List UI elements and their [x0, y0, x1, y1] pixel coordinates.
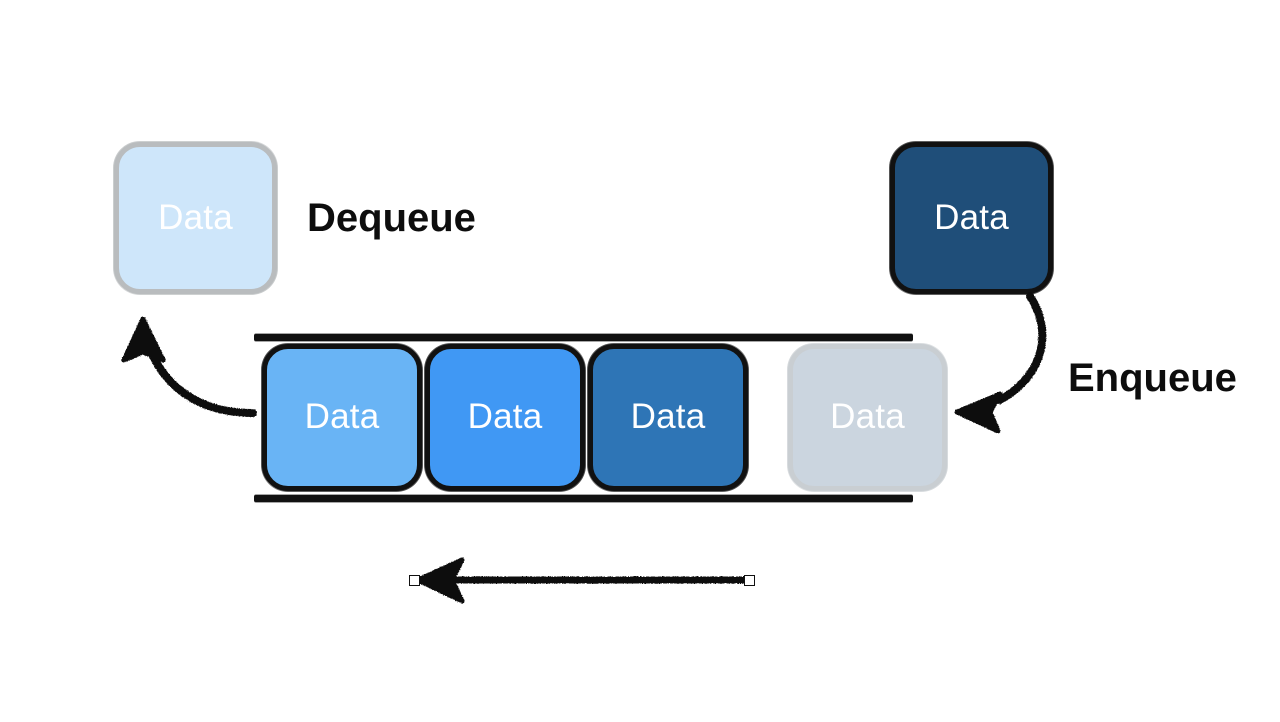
queue-top-rail: [254, 334, 913, 341]
queue-slot-3-label: Data: [830, 397, 905, 436]
queue-slot-1-label: Data: [467, 397, 543, 436]
queue-slot-1[interactable]: Data: [425, 344, 585, 491]
queue-slot-2-label: Data: [630, 397, 706, 436]
queue-bottom-rail: [254, 495, 913, 502]
incoming-data-box[interactable]: Data: [890, 142, 1053, 294]
dequeue-arrow: [121, 316, 257, 417]
incoming-data-box-label: Data: [934, 197, 1009, 237]
dequeued-data-box[interactable]: Data: [114, 142, 277, 294]
queue-slot-3[interactable]: Data: [788, 344, 947, 491]
flow-arrow[interactable]: [415, 557, 748, 604]
enqueue-label: Enqueue: [1068, 356, 1237, 400]
dequeued-data-box-label: Data: [158, 197, 233, 237]
enqueue-arrow: [954, 292, 1047, 434]
dequeue-label: Dequeue: [307, 196, 476, 240]
flow-arrow-handle-end[interactable]: [409, 575, 420, 586]
queue-slot-0[interactable]: Data: [262, 344, 422, 491]
flow-arrow-handle-start[interactable]: [744, 575, 755, 586]
queue-slot-0-label: Data: [304, 397, 380, 436]
queue-slot-2[interactable]: Data: [588, 344, 748, 491]
